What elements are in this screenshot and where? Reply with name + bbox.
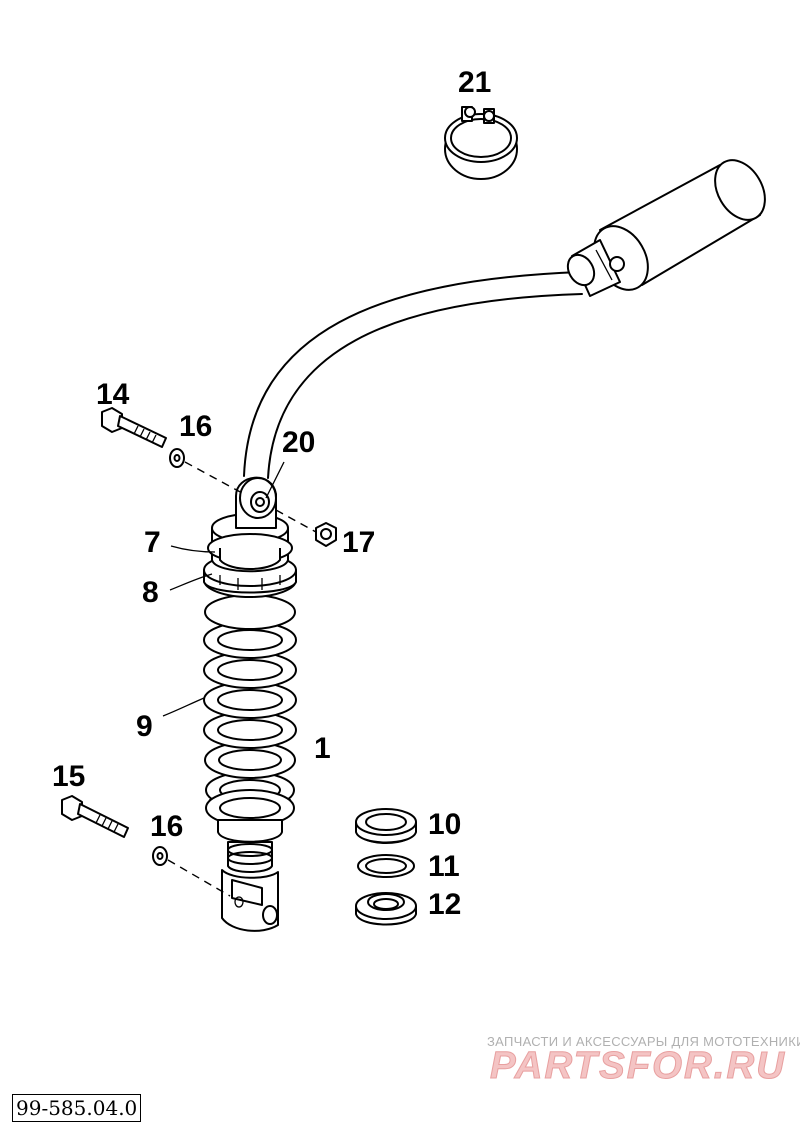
callout-16-lower: 16 bbox=[150, 810, 183, 843]
callout-11: 11 bbox=[428, 850, 460, 883]
upper-eye bbox=[235, 476, 277, 529]
watermark-brand: PARTSFOR.RU bbox=[490, 1045, 786, 1087]
assembly-guide-lines bbox=[167, 461, 317, 897]
bolt-15 bbox=[61, 795, 129, 838]
gas-reservoir bbox=[566, 159, 766, 297]
bolt-14 bbox=[101, 407, 167, 448]
hose-clamp-21 bbox=[444, 106, 518, 180]
callout-9: 9 bbox=[136, 710, 153, 743]
callout-16-upper: 16 bbox=[179, 410, 212, 443]
washer-16-upper bbox=[169, 448, 185, 468]
nut-17 bbox=[315, 522, 337, 547]
seal-12 bbox=[355, 892, 417, 926]
leader-lines bbox=[162, 461, 285, 717]
washer-11 bbox=[357, 854, 415, 878]
reservoir-hose bbox=[243, 271, 583, 479]
seal-ring-10 bbox=[355, 808, 417, 844]
spring-9 bbox=[203, 594, 297, 827]
lower-clevis bbox=[221, 869, 279, 932]
callout-10: 10 bbox=[428, 808, 461, 841]
callout-21: 21 bbox=[458, 66, 491, 99]
upper-damper-head bbox=[207, 513, 293, 573]
callout-7: 7 bbox=[144, 526, 161, 559]
callout-20: 20 bbox=[282, 426, 315, 459]
callout-1: 1 bbox=[314, 732, 331, 765]
drawing-code-label: 99-585.04.0 bbox=[12, 1094, 142, 1122]
callout-12: 12 bbox=[428, 888, 461, 921]
callout-8: 8 bbox=[142, 576, 159, 609]
callout-17: 17 bbox=[342, 526, 375, 559]
callout-15: 15 bbox=[52, 760, 85, 793]
washer-16-lower bbox=[152, 846, 168, 866]
callout-14: 14 bbox=[96, 378, 130, 411]
watermark-tagline: ЗАПЧАСТИ И АКСЕССУАРЫ ДЛЯ МОТОТЕХНИКИ bbox=[487, 1034, 800, 1049]
damper-body-1 bbox=[217, 819, 283, 873]
